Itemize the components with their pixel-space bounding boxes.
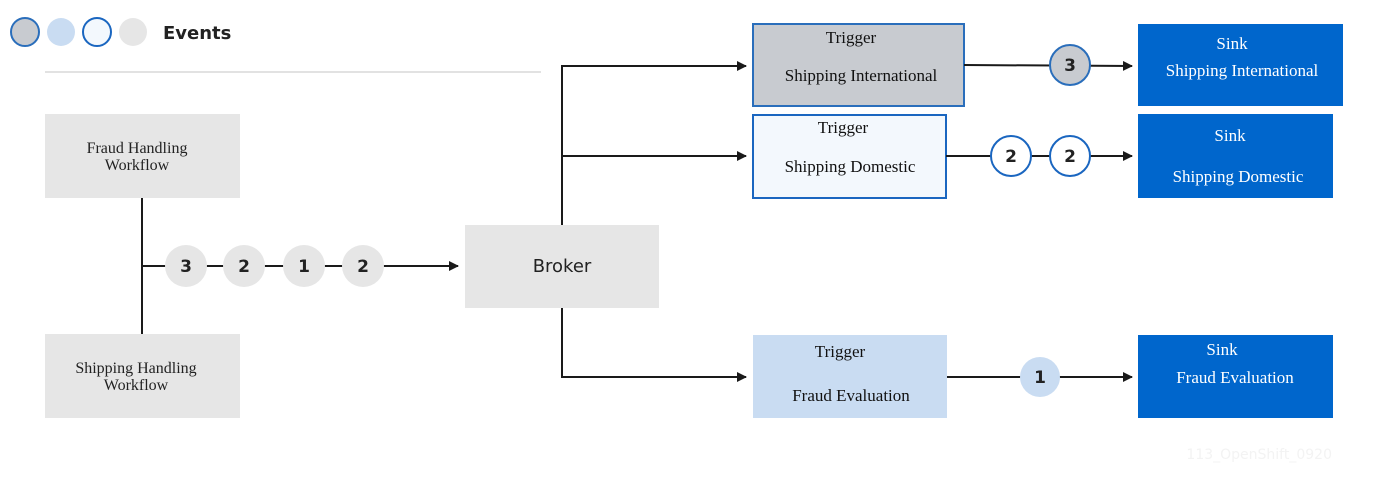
sink-fraud-name: Fraud Evaluation — [1176, 368, 1294, 387]
sink-international-name: Shipping International — [1166, 61, 1319, 80]
svg-text:2: 2 — [238, 257, 250, 277]
source-shipping-handling-workflow: Shipping Handling Workflow — [45, 334, 240, 418]
sink-fraud-evaluation: Sink Fraud Evaluation — [1138, 335, 1333, 418]
source-fraud-handling-workflow: Fraud Handling Workflow — [45, 114, 240, 198]
legend: Events — [10, 17, 231, 47]
source-fraud-line2: Workflow — [105, 157, 170, 174]
legend-swatch-gray — [10, 17, 40, 47]
trigger-domestic-title: Trigger — [818, 118, 869, 137]
sink-fraud-title: Sink — [1206, 340, 1238, 359]
legend-swatch-lightblue — [47, 18, 75, 46]
svg-text:1: 1 — [298, 257, 310, 277]
source-shipping-line1: Shipping Handling — [75, 360, 196, 377]
routed-event-fraud: 1 — [1020, 357, 1060, 397]
svg-text:2: 2 — [1064, 147, 1076, 167]
source-shipping-line2: Workflow — [104, 377, 169, 394]
broker-label: Broker — [533, 256, 592, 277]
trigger-fraud-title: Trigger — [815, 342, 866, 361]
svg-text:2: 2 — [357, 257, 369, 277]
legend-swatch-lightgray — [119, 18, 147, 46]
incoming-event-4: 2 — [342, 245, 384, 287]
sink-domestic-title: Sink — [1214, 126, 1246, 145]
trigger-domestic-name: Shipping Domestic — [785, 157, 916, 176]
sink-international-title: Sink — [1216, 34, 1248, 53]
watermark: 113_OpenShift_0920 — [1186, 447, 1332, 463]
trigger-fraud-evaluation: Trigger Fraud Evaluation — [753, 335, 947, 418]
trigger-shipping-international: Trigger Shipping International — [752, 23, 965, 107]
legend-swatch-outline — [82, 17, 112, 47]
sink-shipping-international: Sink Shipping International — [1138, 24, 1343, 106]
routed-event-domestic-1: 2 — [990, 135, 1032, 177]
incoming-event-2: 2 — [223, 245, 265, 287]
incoming-event-3: 1 — [283, 245, 325, 287]
svg-text:2: 2 — [1005, 147, 1017, 167]
trigger-international-name: Shipping International — [785, 66, 938, 85]
source-fraud-line1: Fraud Handling — [87, 140, 188, 157]
svg-text:3: 3 — [180, 257, 192, 277]
trigger-international-title: Trigger — [826, 28, 877, 47]
sink-domestic-name: Shipping Domestic — [1173, 167, 1304, 186]
svg-text:1: 1 — [1034, 368, 1046, 388]
trigger-to-sink-international-arrow — [963, 60, 1133, 71]
legend-title: Events — [163, 23, 231, 44]
trigger-shipping-domestic: Trigger Shipping Domestic — [752, 114, 947, 199]
sink-shipping-domestic: Sink Shipping Domestic — [1138, 114, 1333, 198]
broker-box: Broker — [465, 225, 659, 308]
routed-event-international: 3 — [1049, 44, 1091, 86]
trigger-fraud-name: Fraud Evaluation — [792, 386, 910, 405]
routed-event-domestic-2: 2 — [1049, 135, 1091, 177]
svg-text:3: 3 — [1064, 56, 1076, 76]
incoming-event-1: 3 — [165, 245, 207, 287]
